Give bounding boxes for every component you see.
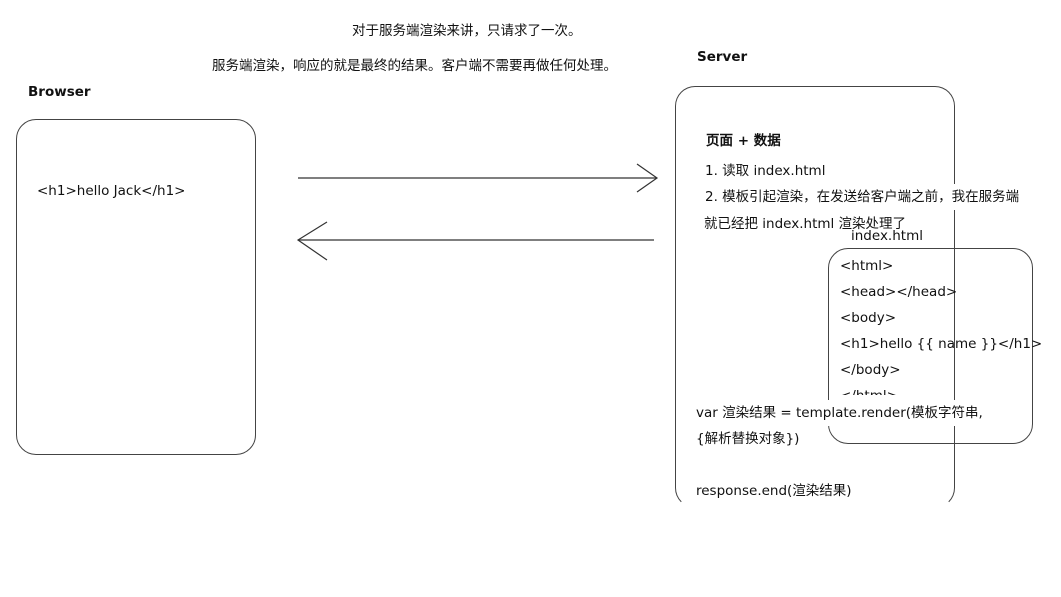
code-response-end: response.end(渲染结果) (696, 483, 852, 499)
code-render-args: {解析替换对象}) (696, 426, 826, 452)
server-step1: 1. 读取 index.html (705, 163, 826, 179)
file-line: </html> (840, 383, 1042, 395)
browser-content: <h1>hello Jack</h1> (37, 183, 186, 199)
server-title: Server (697, 49, 748, 65)
server-heading: 页面 + 数据 (706, 133, 781, 149)
response-arrow (296, 221, 654, 261)
file-line: <h1>hello {{ name }}</h1> (840, 336, 1043, 352)
file-line: <body> (840, 310, 897, 326)
index-file-box (828, 248, 1033, 444)
note-single-request: 对于服务端渲染来讲，只请求了一次。 (352, 23, 582, 39)
request-arrow (298, 163, 659, 193)
server-step2a: 2. 模板引起渲染，在发送给客户端之前，我在服务端 (705, 184, 1022, 210)
file-line: <html> (840, 258, 894, 274)
server-step2b: 就已经把 index.html 渲染处理了 (704, 211, 907, 233)
index-file-content: <html> <head></head> <body> <h1>hello {{… (840, 253, 1042, 395)
index-file-label: index.html (851, 228, 923, 244)
server-box (675, 86, 955, 508)
browser-title: Browser (28, 84, 91, 100)
file-line: <head></head> (840, 284, 958, 300)
code-render: var 渲染结果 = template.render(模板字符串, (696, 400, 1024, 426)
browser-box (16, 119, 256, 455)
note-final-result: 服务端渲染，响应的就是最终的结果。客户端不需要再做任何处理。 (212, 58, 617, 74)
file-line: </body> (840, 362, 901, 378)
